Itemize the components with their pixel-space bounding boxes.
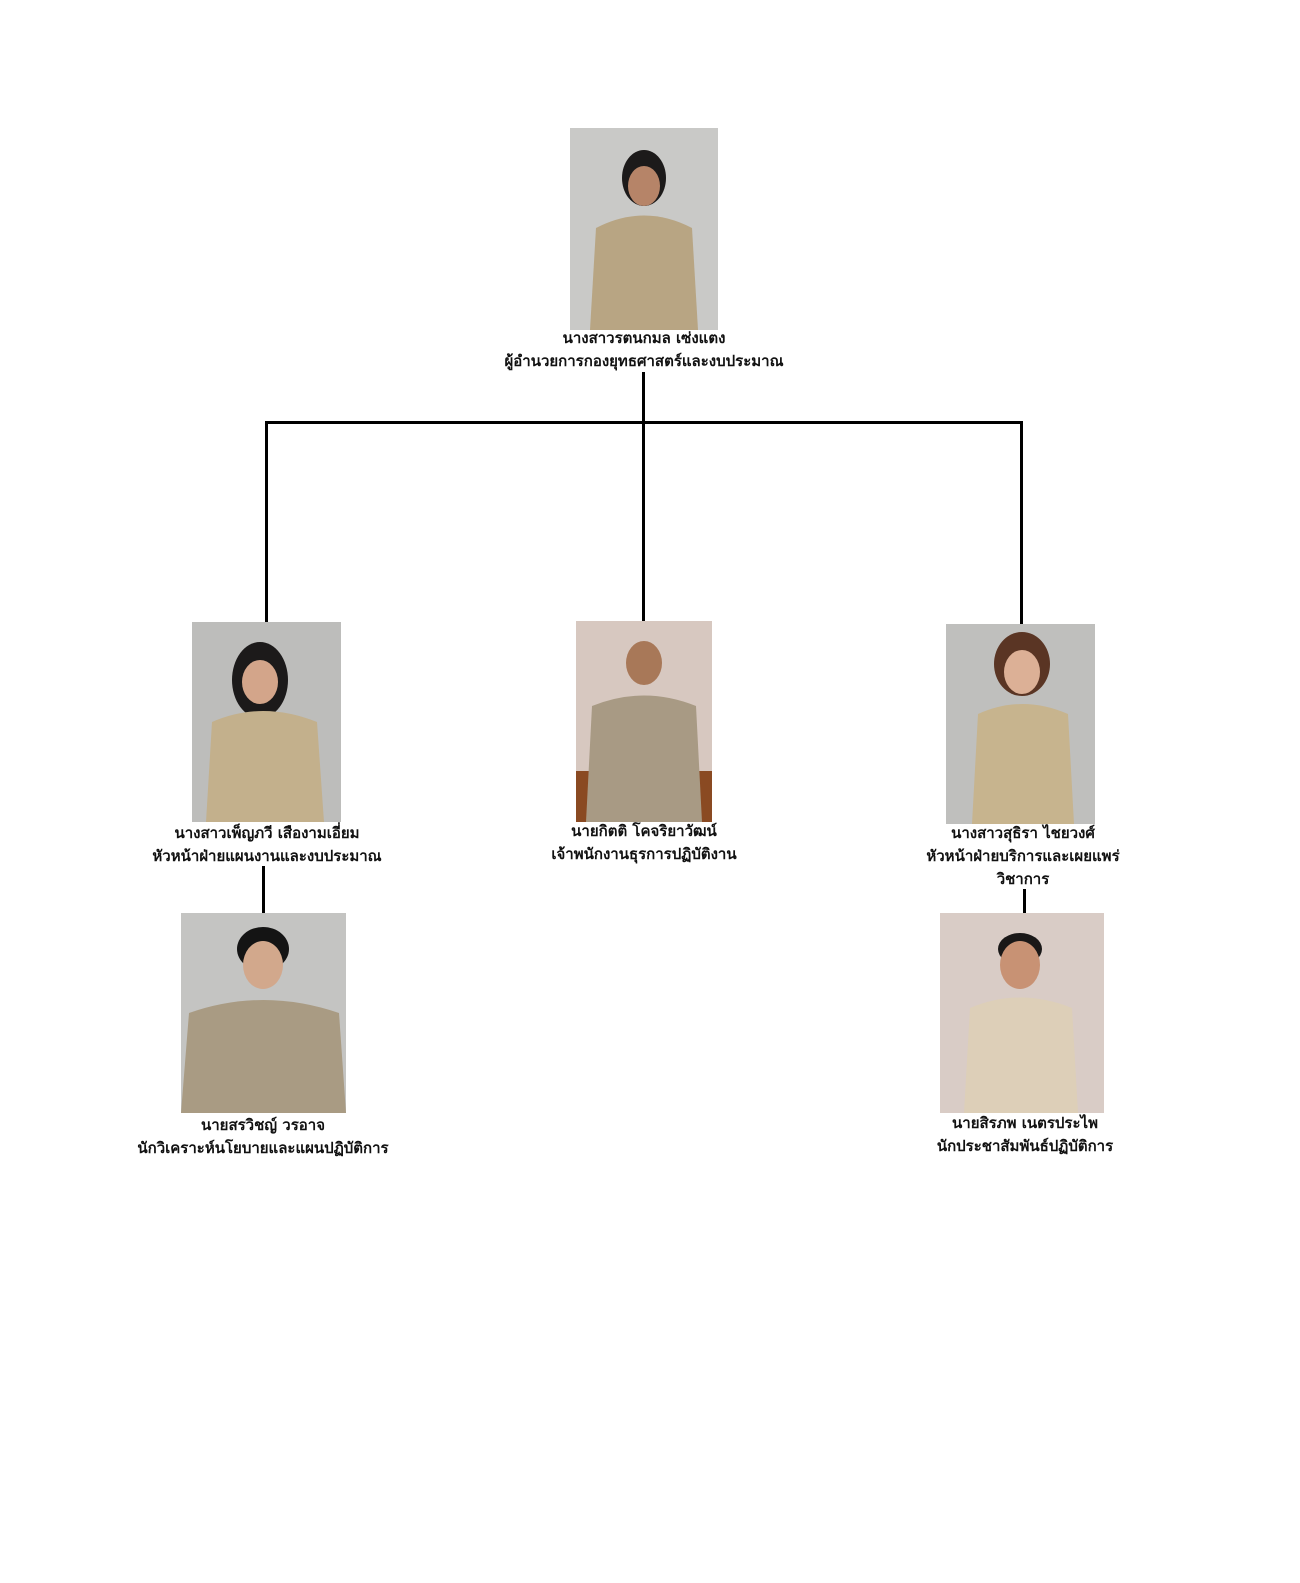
- person-name: นายสรวิชญ์ วรอาจ: [201, 1116, 325, 1134]
- connector-line: [1023, 889, 1026, 913]
- left-head-photo: [192, 622, 341, 822]
- person-title: หัวหน้าฝ่ายแผนงานและงบประมาณ: [152, 847, 382, 865]
- connector-line: [642, 421, 645, 621]
- connector-line: [642, 372, 645, 423]
- right-head-label: นางสาวสุธิรา ไชยวงศ์ หัวหน้าฝ่ายบริการแล…: [823, 822, 1223, 891]
- connector-line: [1020, 421, 1023, 624]
- person-title-cont: วิชาการ: [996, 870, 1050, 888]
- left-head-label: นางสาวเพ็ญภวี เสืองามเอี่ยม หัวหน้าฝ่ายแ…: [67, 822, 467, 868]
- person-title: เจ้าพนักงานธุรการปฏิบัติงาน: [551, 845, 737, 863]
- middle-staff-label: นายกิตติ โคจริยาวัฒน์ เจ้าพนักงานธุรการป…: [444, 820, 844, 866]
- person-name: นายกิตติ โคจริยาวัฒน์: [571, 822, 717, 840]
- person-name: นางสาวรตนกมล เซ่งแตง: [562, 329, 726, 347]
- director-photo: [570, 128, 718, 330]
- right-head-photo: [946, 624, 1095, 824]
- person-title: ผู้อำนวยการกองยุทธศาสตร์และงบประมาณ: [504, 352, 784, 370]
- connector-line: [265, 421, 268, 622]
- director-label: นางสาวรตนกมล เซ่งแตง ผู้อำนวยการกองยุทธศ…: [444, 327, 844, 373]
- person-title: นักประชาสัมพันธ์ปฏิบัติการ: [936, 1137, 1114, 1155]
- person-name: นายสิรภพ เนตรประไพ: [952, 1114, 1098, 1132]
- left-staff-photo: [181, 913, 346, 1113]
- left-staff-label: นายสรวิชญ์ วรอาจ นักวิเคราะห์นโยบายและแผ…: [63, 1114, 463, 1160]
- person-name: นางสาวสุธิรา ไชยวงศ์: [951, 824, 1095, 842]
- right-staff-photo: [940, 913, 1104, 1113]
- person-name: นางสาวเพ็ญภวี เสืองามเอี่ยม: [174, 824, 360, 842]
- person-title: นักวิเคราะห์นโยบายและแผนปฏิบัติการ: [137, 1139, 389, 1157]
- right-staff-label: นายสิรภพ เนตรประไพ นักประชาสัมพันธ์ปฏิบั…: [825, 1112, 1225, 1158]
- person-title: หัวหน้าฝ่ายบริการและเผยแพร่: [926, 847, 1120, 865]
- middle-staff-photo: [576, 621, 712, 822]
- connector-line: [262, 866, 265, 913]
